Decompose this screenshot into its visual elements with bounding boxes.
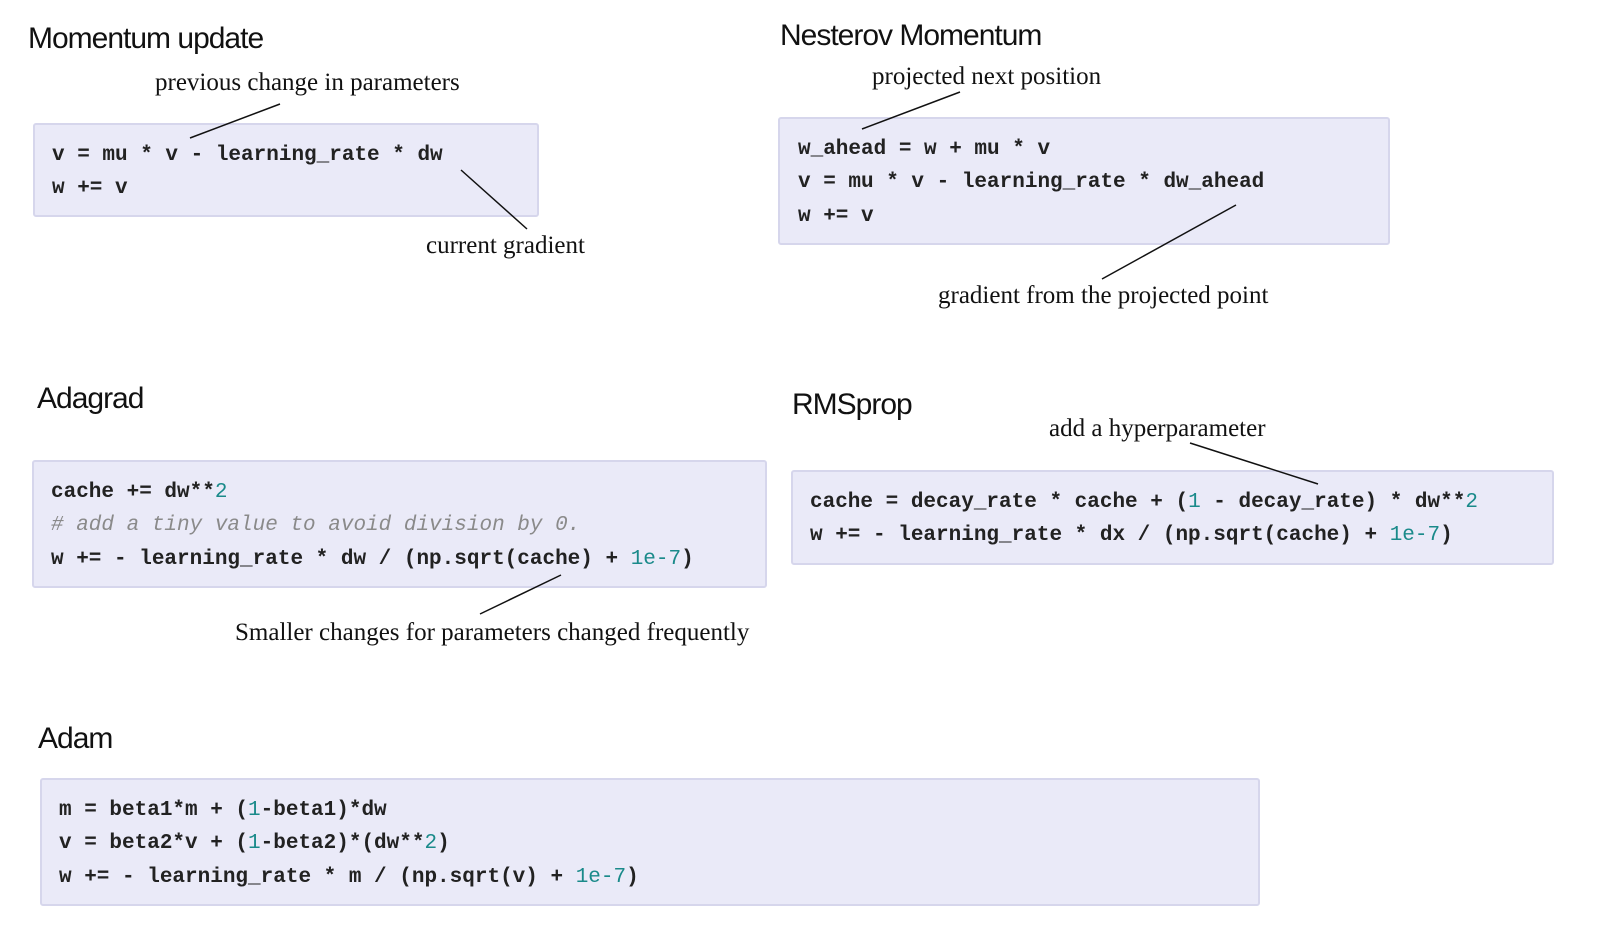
- nesterov-note-gradient-projected: gradient from the projected point: [938, 282, 1269, 309]
- code-line: m = beta1*m + (1-beta1)*dw: [59, 799, 387, 822]
- code-comment: # add a tiny value to avoid division by …: [51, 514, 581, 537]
- adagrad-code-block: cache += dw**2 # add a tiny value to avo…: [32, 460, 767, 588]
- adagrad-note: Smaller changes for parameters changed f…: [235, 619, 750, 646]
- code-line: v = mu * v - learning_rate * dw_ahead: [798, 171, 1265, 194]
- code-line: w += - learning_rate * dw / (np.sqrt(cac…: [51, 548, 694, 571]
- code-line: w += v: [798, 205, 874, 228]
- momentum-code-block: v = mu * v - learning_rate * dw w += v: [33, 123, 539, 217]
- adam-heading: Adam: [38, 722, 113, 755]
- nesterov-heading: Nesterov Momentum: [780, 19, 1042, 52]
- code-line: w += - learning_rate * dx / (np.sqrt(cac…: [810, 524, 1453, 547]
- code-line: cache = decay_rate * cache + (1 - decay_…: [810, 491, 1478, 514]
- code-line: w += - learning_rate * m / (np.sqrt(v) +…: [59, 866, 639, 889]
- code-line: w += v: [52, 177, 128, 200]
- momentum-heading: Momentum update: [28, 22, 264, 55]
- rmsprop-heading: RMSprop: [792, 388, 913, 421]
- rmsprop-note: add a hyperparameter: [1049, 415, 1266, 442]
- adam-code-block: m = beta1*m + (1-beta1)*dw v = beta2*v +…: [40, 778, 1260, 906]
- code-line: cache += dw**2: [51, 481, 228, 504]
- code-line: v = mu * v - learning_rate * dw: [52, 144, 443, 167]
- adagrad-heading: Adagrad: [37, 382, 144, 415]
- rmsprop-code-block: cache = decay_rate * cache + (1 - decay_…: [791, 470, 1554, 565]
- momentum-note-current-gradient: current gradient: [426, 232, 585, 259]
- code-line: v = beta2*v + (1-beta2)*(dw**2): [59, 832, 450, 855]
- momentum-note-previous-change: previous change in parameters: [155, 69, 460, 96]
- nesterov-note-projected-position: projected next position: [872, 63, 1102, 90]
- nesterov-code-block: w_ahead = w + mu * v v = mu * v - learni…: [778, 117, 1390, 245]
- code-line: w_ahead = w + mu * v: [798, 138, 1051, 161]
